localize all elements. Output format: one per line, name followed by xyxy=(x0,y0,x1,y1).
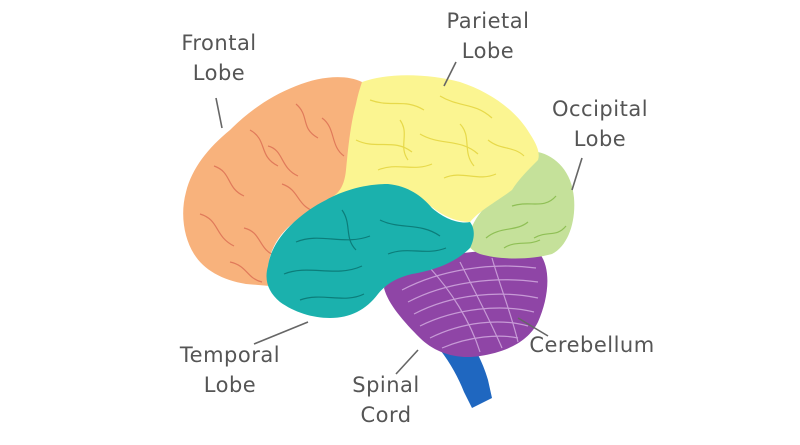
occipital-lobe-label: Occipital Lobe xyxy=(540,94,660,154)
frontal-lobe-label: Frontal Lobe xyxy=(164,28,274,88)
occipital-lobe-label-line1: Occipital xyxy=(551,97,649,121)
temporal-folds xyxy=(283,209,447,301)
frontal-folds xyxy=(199,103,345,283)
temporal-lobe-label-line2: Lobe xyxy=(203,373,257,397)
occipital-leader xyxy=(571,157,583,191)
cerebellum-label-text: Cerebellum xyxy=(529,333,655,357)
temporal-leader xyxy=(253,321,309,345)
parietal-leader xyxy=(443,61,457,87)
frontal-region xyxy=(183,77,362,286)
parietal-lobe-label: Parietal Lobe xyxy=(428,6,548,66)
temporal-lobe-label: Temporal Lobe xyxy=(170,340,290,400)
occipital-region xyxy=(467,152,575,259)
spinal-cord-label: Spinal Cord xyxy=(336,370,436,430)
cerebellum-label: Cerebellum xyxy=(522,330,662,360)
cerebellum-leader xyxy=(517,317,549,337)
leader-lines xyxy=(215,61,583,375)
frontal-leader xyxy=(215,97,223,129)
spinal-cord-label-line1: Spinal xyxy=(352,373,420,397)
frontal-lobe-label-line1: Frontal xyxy=(181,31,257,55)
spinal-leader xyxy=(395,349,419,375)
parietal-folds xyxy=(355,95,525,179)
parietal-region xyxy=(326,75,539,222)
parietal-lobe-label-line2: Lobe xyxy=(461,39,515,63)
cerebellum-region xyxy=(384,250,548,358)
frontal-lobe-label-line2: Lobe xyxy=(192,61,246,85)
spinal-cord-label-line2: Cord xyxy=(360,403,412,427)
parietal-lobe-label-line1: Parietal xyxy=(446,9,530,33)
occipital-lobe-label-line2: Lobe xyxy=(573,127,627,151)
temporal-lobe-label-line1: Temporal xyxy=(179,343,281,367)
temporal-region xyxy=(266,184,474,318)
cerebellum-folds xyxy=(401,257,539,353)
occipital-folds xyxy=(485,195,567,249)
